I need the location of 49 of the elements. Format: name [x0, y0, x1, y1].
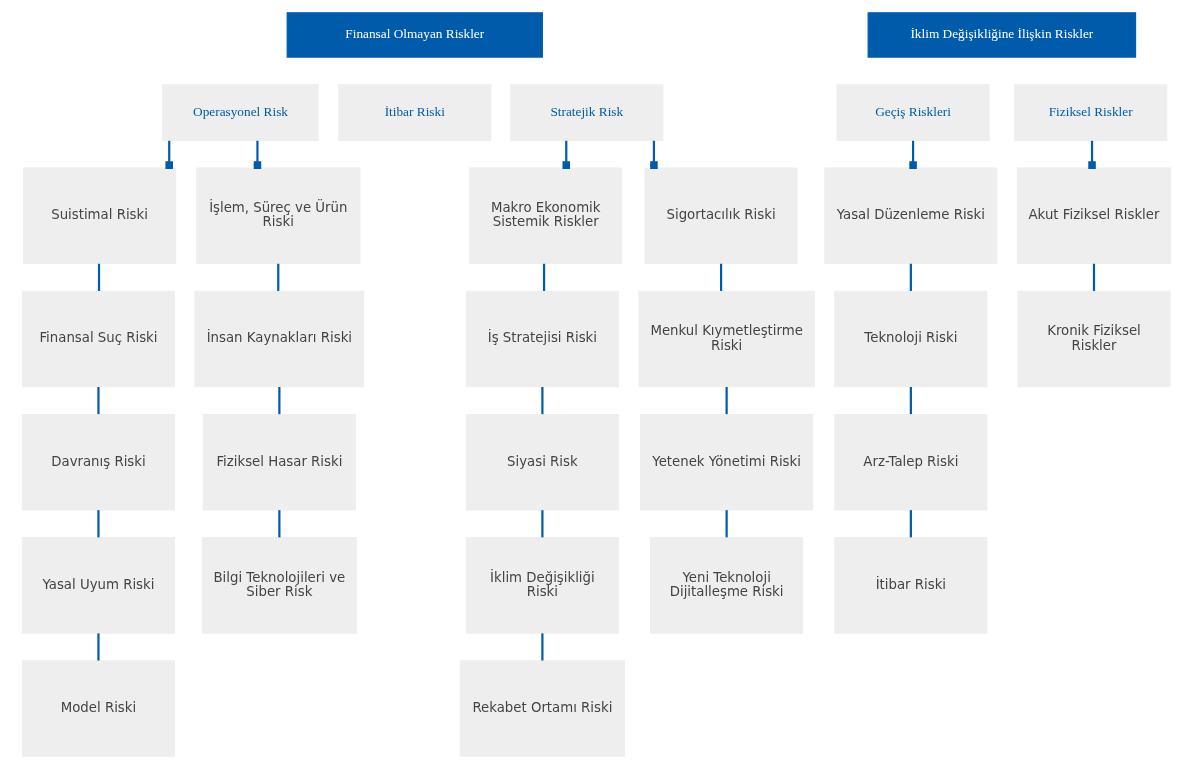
node-box: İklim Değişikliği Riski	[465, 537, 619, 634]
connector	[541, 386, 544, 415]
node-box: Yetenek Yönetimi Riski	[640, 413, 814, 511]
connector	[278, 386, 281, 415]
connector	[97, 263, 101, 291]
node-box: Teknoloji Riski	[834, 290, 988, 388]
node-box: Suistimal Riski	[23, 167, 177, 265]
connector	[725, 510, 728, 538]
node-box: Fiziksel Riskler	[1014, 84, 1168, 141]
connector	[253, 140, 262, 169]
node-box: Finansal Suç Riski	[21, 290, 176, 388]
node-box: Model Riski	[21, 660, 176, 757]
node-box: Bilgi Teknolojileri ve Siber Risk	[201, 537, 358, 634]
connector	[277, 263, 280, 291]
node-box: İnsan Kaynakları Riski	[194, 290, 365, 388]
node-box: İklim Değişikliğine İlişkin Riskler	[867, 12, 1137, 58]
node-box: Yasal Düzenleme Riski	[824, 167, 998, 265]
node-box: Finansal Olmayan Riskler	[286, 12, 543, 58]
node-box: Akut Fiziksel Riskler	[1016, 167, 1172, 265]
connector	[541, 633, 544, 661]
connector	[909, 386, 912, 415]
node-box: Geçiş Riskleri	[836, 84, 990, 141]
node-box: Menkul Kıymetleştirme Riski	[638, 290, 815, 388]
connector	[719, 263, 723, 291]
node-box: Rekabet Ortamı Riski	[459, 660, 626, 757]
node-box: Operasyonel Risk	[162, 84, 319, 141]
node-box: Arz-Talep Riski	[834, 413, 988, 511]
node-box: Sigortacılık Riski	[644, 167, 798, 265]
node-box: İş Stratejisi Riski	[465, 290, 619, 388]
node-box: Makro Ekonomik Sistemik Riskler	[469, 167, 623, 265]
connector	[1092, 263, 1096, 291]
node-box: Kronik Fiziksel Riskler	[1017, 290, 1171, 388]
node-box: Siyasi Risk	[465, 413, 619, 511]
connector	[541, 510, 544, 538]
node-box: Yeni Teknoloji Dijitalleşme Riski	[650, 537, 804, 634]
connector	[278, 510, 281, 538]
connector	[97, 386, 100, 415]
node-box: İtibar Riski	[834, 537, 988, 634]
node-box: İşlem, Süreç ve Ürün Riski	[196, 167, 361, 265]
node-box: Stratejik Risk	[510, 84, 664, 141]
connector	[909, 263, 912, 291]
connector	[97, 633, 100, 661]
node-box: Fiziksel Hasar Riski	[202, 413, 356, 511]
connector	[725, 386, 728, 415]
node-box: Davranış Riski	[21, 413, 176, 511]
node-box: Yasal Uyum Riski	[21, 537, 176, 634]
connector	[542, 263, 546, 291]
connector	[97, 510, 100, 538]
connector	[909, 510, 912, 538]
